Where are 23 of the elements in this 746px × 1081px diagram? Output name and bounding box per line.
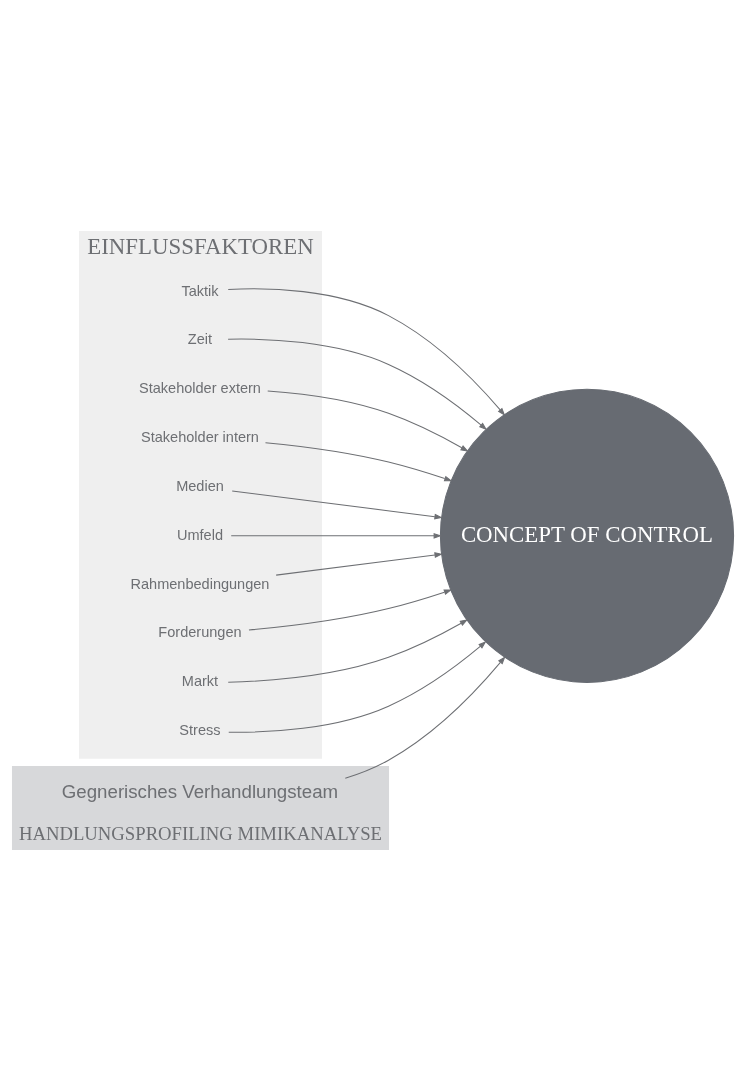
arrow [248, 589, 453, 631]
arrow [344, 656, 506, 779]
node-text: Medien [176, 477, 224, 494]
node-text: Stakeholder extern [138, 380, 261, 397]
arrow [275, 552, 443, 576]
node-text: Markt [181, 673, 219, 690]
arrow [264, 442, 453, 482]
node-text: Zeit [187, 331, 213, 348]
node-text: Gegnerisches Verhandlungsteam [61, 781, 339, 803]
node-text: Forderungen [158, 624, 242, 641]
arrow [230, 532, 442, 539]
arrow [227, 338, 488, 431]
arrow [231, 490, 443, 520]
node-text: Taktik [181, 282, 219, 299]
node-text: Umfeld [176, 526, 223, 543]
arrow [227, 288, 506, 416]
arrow [267, 390, 469, 452]
arrow [228, 641, 487, 733]
node-text: Stakeholder intern [141, 429, 259, 446]
node-text: Stress [179, 721, 221, 738]
arrow [227, 619, 469, 683]
node-circle: CONCEPT OF CONTROL [439, 388, 735, 683]
node-text: Rahmenbedingungen [130, 575, 270, 592]
